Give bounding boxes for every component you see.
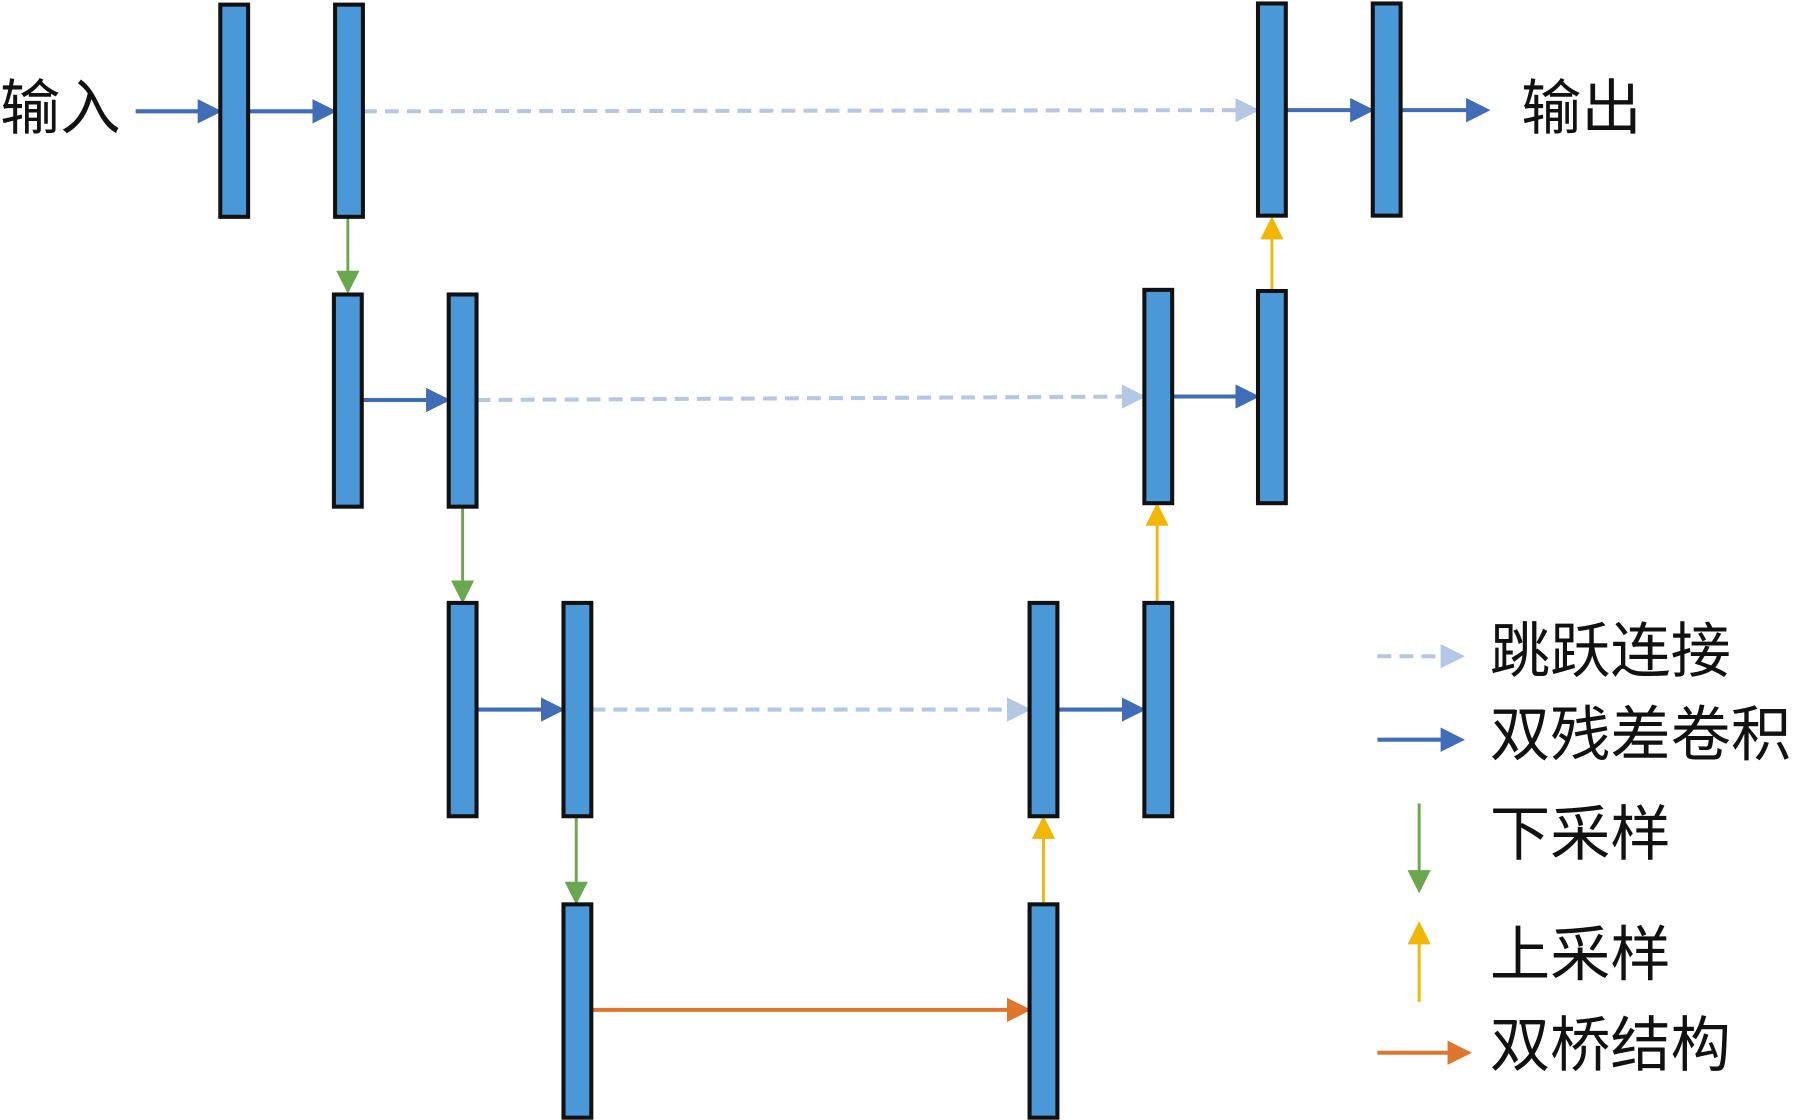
input-label: 输入 xyxy=(0,74,121,144)
block xyxy=(333,2,365,219)
block xyxy=(1255,288,1288,506)
legend-conv-label: 双残差卷积 xyxy=(1490,700,1791,770)
legend: 跳跃连接 双残差卷积 下采样 上采样 双桥结构 xyxy=(1377,617,1791,1081)
up-arrows xyxy=(1031,216,1284,905)
legend-bridge-label: 双桥结构 xyxy=(1490,1011,1731,1081)
block xyxy=(1027,600,1060,819)
block xyxy=(218,2,251,219)
conv-arrows xyxy=(135,97,1491,722)
down-arrows xyxy=(336,216,588,905)
block xyxy=(331,292,364,509)
skip-arrow xyxy=(476,384,1147,409)
legend-up-label: 上采样 xyxy=(1490,921,1671,991)
block xyxy=(1027,902,1060,1120)
block xyxy=(446,600,479,819)
skip-arrows xyxy=(362,97,1260,722)
block xyxy=(561,600,594,819)
output-label: 输出 xyxy=(1521,74,1642,144)
feature-blocks xyxy=(218,1,1403,1120)
block xyxy=(1142,287,1175,506)
legend-skip-label: 跳跃连接 xyxy=(1490,617,1731,687)
block xyxy=(446,292,479,509)
block xyxy=(1255,1,1288,218)
skip-arrow xyxy=(362,97,1260,123)
legend-down-label: 下采样 xyxy=(1490,800,1671,870)
block xyxy=(1370,1,1403,218)
block xyxy=(1142,600,1175,819)
block xyxy=(561,902,594,1120)
